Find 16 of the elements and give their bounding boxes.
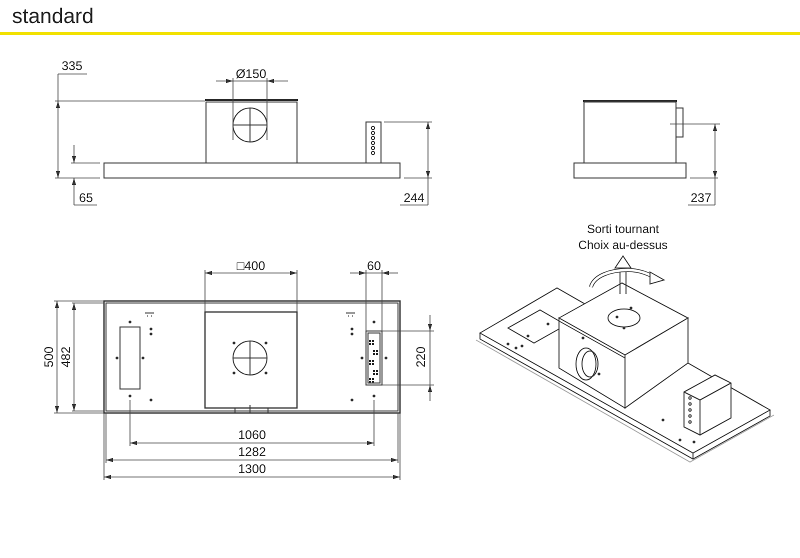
dimension-label: 237	[690, 191, 712, 205]
dimension-label: 500	[42, 346, 56, 368]
annotation-text: Sorti tournant	[586, 222, 660, 236]
dimension-label: 1300	[238, 462, 266, 476]
dimension-label: 65	[79, 191, 93, 205]
dimension-label: 244	[404, 191, 424, 205]
dimension-label: 1282	[238, 445, 266, 459]
dimension-label: 220	[414, 346, 428, 368]
title: standard	[12, 4, 94, 30]
dimension-label: 1060	[238, 428, 266, 442]
dimension-label: 60	[367, 259, 381, 273]
annotation-text: Choix au-dessus	[578, 238, 668, 252]
dimension-label: □400	[236, 259, 266, 273]
dimension-label: Ø150	[236, 67, 266, 81]
dimension-label: 482	[59, 346, 73, 368]
dimension-label: 335	[62, 59, 82, 73]
